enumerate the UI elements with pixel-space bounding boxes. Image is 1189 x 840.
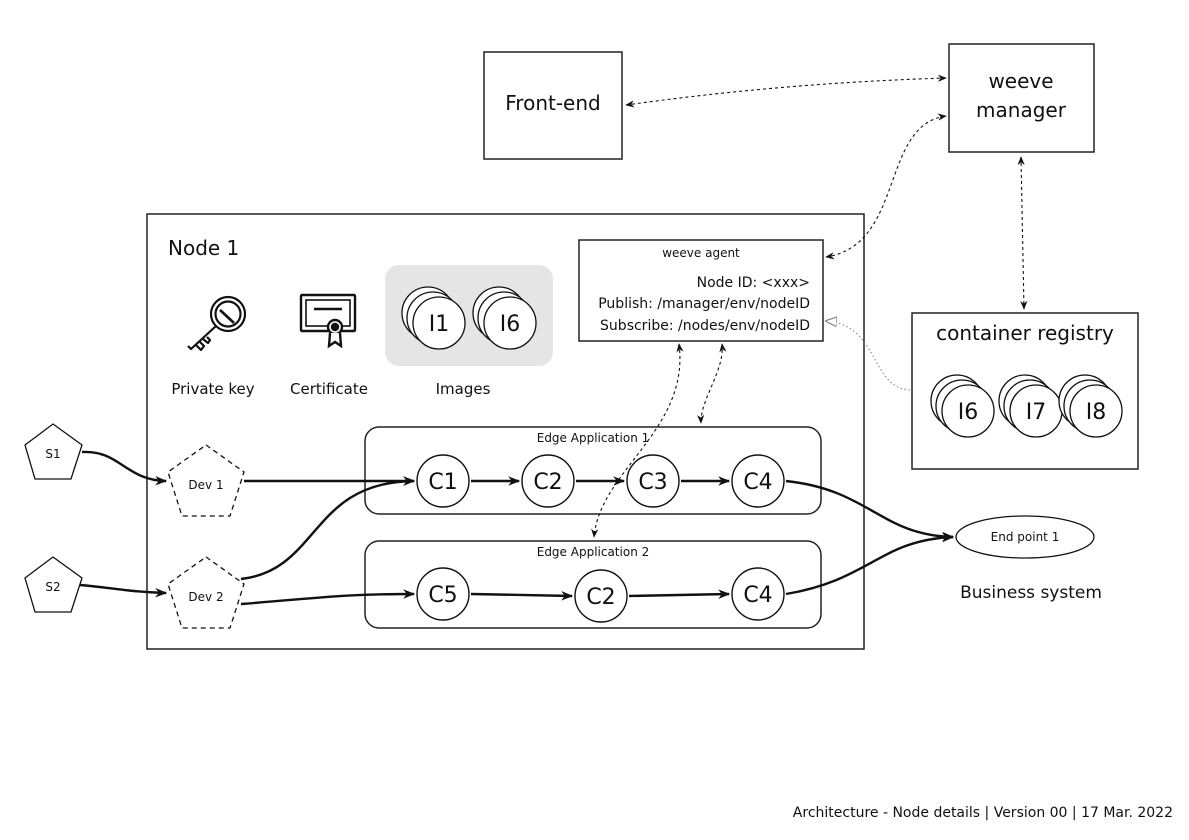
source-s1: S1 bbox=[24, 423, 83, 480]
node-title: Node 1 bbox=[168, 236, 239, 260]
container-c4: C4 bbox=[731, 454, 785, 508]
registry-image-i7: I7 bbox=[998, 374, 1063, 438]
manager-label-line2: manager bbox=[976, 98, 1067, 122]
agent-publish: Publish: /manager/env/nodeID bbox=[598, 296, 810, 312]
flow-c2-c4 bbox=[628, 589, 731, 600]
device-label: Dev 2 bbox=[188, 590, 223, 604]
edge-app-2-title: Edge Application 2 bbox=[537, 545, 650, 559]
agent-title: weeve agent bbox=[662, 246, 740, 260]
endpoint-label: End point 1 bbox=[991, 530, 1060, 544]
certificate-label: Certificate bbox=[290, 380, 368, 398]
agent-node-id: Node ID: <xxx> bbox=[697, 275, 810, 291]
container-label: C1 bbox=[428, 470, 457, 495]
node-image-i6: I6 bbox=[472, 286, 537, 350]
container-label: C2 bbox=[533, 470, 562, 495]
control-lines bbox=[591, 74, 1028, 538]
flow-dev2-c1 bbox=[240, 476, 416, 581]
link-agent-app1 bbox=[697, 343, 727, 424]
registry-image-i6: I6 bbox=[930, 374, 995, 438]
container-label: C5 bbox=[428, 583, 457, 608]
endpoint: End point 1 bbox=[955, 515, 1095, 559]
registry-title: container registry bbox=[936, 321, 1114, 345]
flow-app2-endpoint bbox=[785, 532, 955, 596]
business-system-label: Business system bbox=[960, 583, 1102, 603]
flow-s2-dev2 bbox=[79, 583, 168, 598]
container-c5: C5 bbox=[416, 567, 470, 621]
edge-app-1-title: Edge Application 1 bbox=[537, 431, 650, 445]
flow-dev2-c5 bbox=[240, 589, 416, 606]
container-label: C3 bbox=[638, 470, 667, 495]
link-manager-registry bbox=[1017, 156, 1028, 310]
flow-c5-c2 bbox=[470, 590, 574, 601]
node-images-group: I1 I6 bbox=[385, 265, 553, 366]
registry-image-label: I7 bbox=[1026, 400, 1047, 425]
registry-image-i8: I8 bbox=[1058, 374, 1123, 438]
device-label: Dev 1 bbox=[188, 478, 223, 492]
container-label: C2 bbox=[586, 585, 615, 610]
flow-app1-endpoint bbox=[785, 479, 955, 542]
weeve-agent-box: weeve agent Node ID: <xxx> Publish: /man… bbox=[578, 239, 824, 342]
manager-label-line1: weeve bbox=[988, 69, 1053, 93]
source-s2: S2 bbox=[24, 556, 83, 613]
device-dev2: Dev 2 bbox=[167, 556, 245, 629]
link-agent-manager bbox=[825, 113, 947, 260]
manager-box: weeve manager bbox=[948, 43, 1095, 153]
private-key-label: Private key bbox=[171, 380, 254, 398]
registry-image-label: I6 bbox=[958, 400, 979, 425]
certificate-icon bbox=[299, 293, 357, 349]
container-label: C4 bbox=[743, 583, 772, 608]
flow-s1-dev1 bbox=[81, 450, 168, 486]
container-c2: C2 bbox=[521, 454, 575, 508]
container-label: C4 bbox=[743, 470, 772, 495]
key-icon bbox=[187, 295, 247, 352]
container-c3: C3 bbox=[626, 454, 680, 508]
frontend-label: Front-end bbox=[505, 91, 600, 115]
node-image-label: I1 bbox=[429, 312, 450, 337]
agent-subscribe: Subscribe: /nodes/env/nodeID bbox=[600, 318, 810, 334]
container-c1: C1 bbox=[416, 454, 470, 508]
images-label: Images bbox=[436, 380, 491, 398]
link-agent-app2 bbox=[591, 343, 684, 538]
source-label: S1 bbox=[45, 447, 60, 461]
footer-caption: Architecture - Node details | Version 00… bbox=[793, 805, 1173, 821]
source-label: S2 bbox=[45, 580, 60, 594]
link-frontend-manager bbox=[625, 74, 947, 108]
frontend-box: Front-end bbox=[483, 51, 623, 160]
container-c4-app2: C4 bbox=[731, 567, 785, 621]
device-dev1: Dev 1 bbox=[167, 444, 245, 517]
container-c2-app2: C2 bbox=[574, 569, 628, 623]
container-registry-box: container registry I6 I7 I8 bbox=[911, 312, 1139, 470]
link-registry-agent bbox=[826, 321, 911, 391]
node-image-label: I6 bbox=[500, 312, 521, 337]
data-flow-lines bbox=[79, 450, 955, 606]
node-image-i1: I1 bbox=[401, 286, 466, 350]
registry-image-label: I8 bbox=[1086, 400, 1107, 425]
